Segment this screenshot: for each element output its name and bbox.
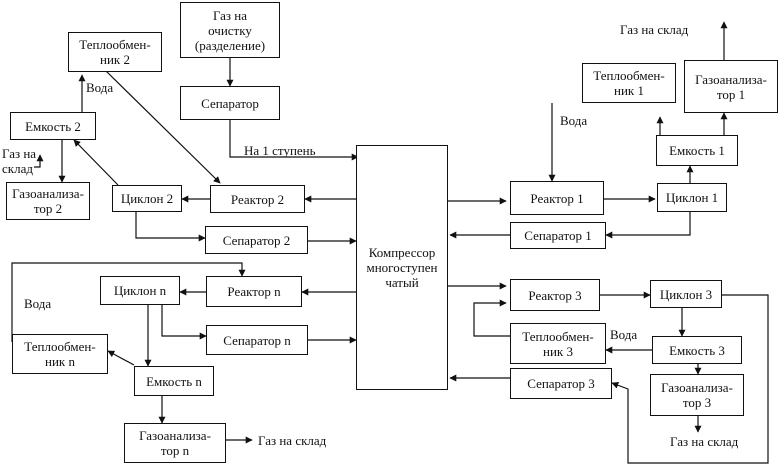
tank-3-box: Емкость 3 xyxy=(652,336,742,364)
separator-box: Сепаратор xyxy=(180,86,280,120)
first-stage-label: На 1 ступень xyxy=(244,143,316,158)
arrow-heat-exchanger3-to-reactor3 xyxy=(473,299,510,337)
separator-3-box: Сепаратор 3 xyxy=(510,368,612,399)
tank-1-box: Емкость 1 xyxy=(656,135,738,166)
cyclone-2-box: Циклон 2 xyxy=(112,185,182,212)
arrow-heat-exchanger2-to-reactor2 xyxy=(104,69,221,184)
tank-n-box: Емкость n xyxy=(134,366,214,396)
reactor-n-box: Реактор n xyxy=(206,276,302,307)
heat-exchanger-2-box: Теплообмен- ник 2 xyxy=(68,32,162,72)
arrow-cyclone1-to-separator1 xyxy=(605,212,691,239)
water-label-right-mid: Вода xyxy=(610,327,638,342)
gas-to-storage-label-left: Газ на склад xyxy=(2,146,37,176)
water-label-right-top: Вода xyxy=(560,113,588,128)
water-label-top-left: Вода xyxy=(86,80,114,95)
cyclone-n-box: Циклон n xyxy=(100,276,180,305)
arrow-cyclonen-to-separatorn xyxy=(161,305,207,340)
reactor-2-box: Реактор 2 xyxy=(210,185,305,213)
heat-exchanger-n-box: Теплообмен- ник n xyxy=(12,334,108,374)
arrow-tankn-to-heat-exchangern xyxy=(107,350,135,366)
tank-2-box: Емкость 2 xyxy=(10,112,96,140)
cyclone-1-box: Циклон 1 xyxy=(657,183,727,212)
heat-exchanger-3-box: Теплообмен- ник 3 xyxy=(510,323,606,364)
gas-to-storage-label-bottom-right: Газ на склад xyxy=(670,434,739,449)
gas-to-storage-label-n: Газ на склад xyxy=(258,433,327,448)
separator-2-box: Сепаратор 2 xyxy=(205,226,308,254)
water-label-left: Вода xyxy=(24,296,52,311)
separator-1-box: Сепаратор 1 xyxy=(510,222,606,249)
reactor-1-box: Реактор 1 xyxy=(510,181,604,215)
arrow-gas-to-storage-left xyxy=(34,154,44,168)
gas-analyzer-1-box: Газоанализа- тор 1 xyxy=(684,60,778,113)
heat-exchanger-1-box: Теплообмен- ник 1 xyxy=(582,63,676,103)
compressor-box: Компрессор многоступен чатый xyxy=(356,145,448,390)
reactor-3-box: Реактор 3 xyxy=(510,279,600,311)
arrow-cyclone3-to-separator3 xyxy=(611,294,769,464)
gas-analyzer-n-box: Газоанализа- тор n xyxy=(124,423,226,463)
arrow-water-loop-n xyxy=(11,262,246,342)
arrow-cyclone2-to-separator2 xyxy=(135,212,206,242)
separator-n-box: Сепаратор n xyxy=(206,325,308,355)
gas-analyzer-3-box: Газоанализа- тор 3 xyxy=(650,374,744,416)
gas-to-storage-label-top-right: Газ на склад xyxy=(620,22,689,37)
gas-cleaning-box: Газ на очистку (разделение) xyxy=(180,2,280,58)
arrow-separator-to-compressor xyxy=(229,120,359,161)
cyclone-3-box: Циклон 3 xyxy=(650,280,722,308)
gas-analyzer-2-box: Газоанализа- тор 2 xyxy=(6,182,90,220)
arrow-cyclone2-to-tank2 xyxy=(73,139,119,186)
